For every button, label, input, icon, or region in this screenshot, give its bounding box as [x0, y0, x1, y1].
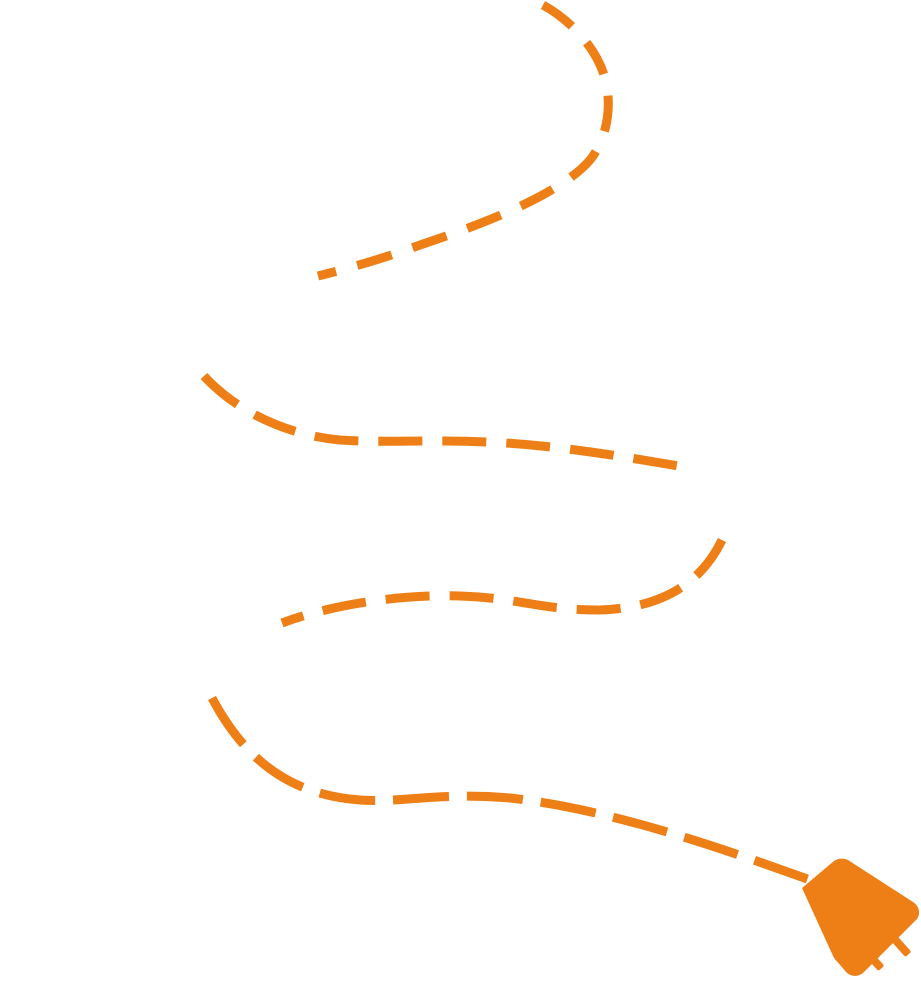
plug-prong-upper — [860, 945, 884, 971]
plug-body — [802, 858, 920, 976]
cable-segment-1 — [316, 1, 613, 281]
cable-segment-4 — [208, 695, 812, 885]
cable-segment-3 — [280, 537, 727, 628]
plug-prong-lower — [887, 931, 911, 957]
cable-segment-2 — [200, 372, 691, 473]
power-plug-icon — [802, 858, 920, 976]
